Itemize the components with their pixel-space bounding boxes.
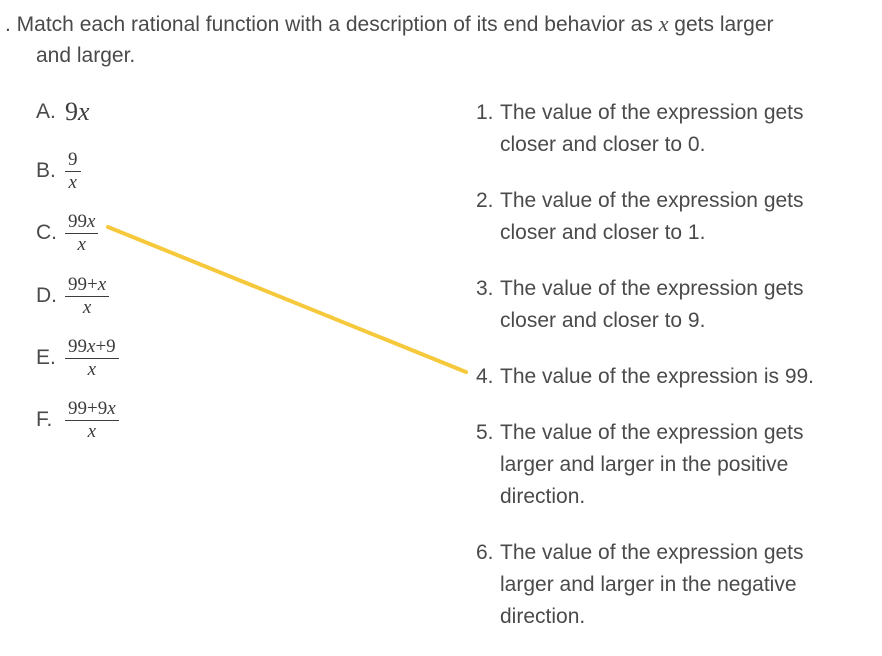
description-4-text: The value of the expression is 99. [500,365,815,388]
option-B-label: B. [36,159,56,182]
description-1-text: The value of the expression gets closer … [500,101,804,156]
fraction-denominator: x [65,171,81,193]
description-1-number: 1. [476,101,494,124]
description-3[interactable]: 3. The value of the expression gets clos… [476,273,866,337]
description-5-text: The value of the expression gets larger … [500,421,804,508]
option-A[interactable]: A. 9x [36,97,90,127]
description-2-text: The value of the expression gets closer … [500,189,804,244]
description-4[interactable]: 4. The value of the expression is 99. [476,361,866,393]
option-E-label: E. [36,346,56,369]
description-2[interactable]: 2. The value of the expression gets clos… [476,185,866,249]
option-C[interactable]: C. 99x x [36,211,99,255]
question-prompt-line2: and larger. [36,44,136,67]
fraction-denominator: x [65,296,110,318]
question-prompt-line1: . Match each rational function with a de… [5,8,774,41]
option-C-expression: 99x x [65,211,99,255]
option-A-expression: 9x [65,97,90,126]
description-3-number: 3. [476,277,494,300]
fraction-numerator: 9 [68,149,78,170]
description-5[interactable]: 5. The value of the expression gets larg… [476,417,866,513]
option-D-expression: 99+x x [65,274,110,318]
fraction-numerator: 99x [68,211,96,232]
description-3-text: The value of the expression gets closer … [500,277,804,332]
option-E[interactable]: E. 99x+9 x [36,336,119,380]
math-variable-x: x [658,11,669,36]
fraction-denominator: x [65,358,119,380]
fraction-numerator: 99+9x [68,398,116,419]
match-line [106,225,468,374]
description-6-number: 6. [476,541,494,564]
prompt-text-prefix: . Match each rational function with a de… [5,13,659,36]
prompt-text-suffix: gets larger [668,13,774,36]
description-1[interactable]: 1. The value of the expression gets clos… [476,97,866,161]
option-D-label: D. [36,284,57,307]
option-B-expression: 9 x [65,149,81,193]
description-6-text: The value of the expression gets larger … [500,541,804,628]
descriptions-column: 1. The value of the expression gets clos… [476,97,866,656]
fraction-numerator: 99x+9 [68,336,116,357]
option-D[interactable]: D. 99+x x [36,274,110,318]
fraction-numerator: 99+x [68,274,107,295]
option-F[interactable]: F. 99+9x x [36,398,119,442]
description-4-number: 4. [476,365,494,388]
option-F-expression: 99+9x x [65,398,119,442]
description-2-number: 2. [476,189,494,212]
option-B[interactable]: B. 9 x [36,149,81,193]
fraction-denominator: x [65,420,119,442]
option-F-label: F. [36,408,53,431]
option-E-expression: 99x+9 x [65,336,119,380]
description-5-number: 5. [476,421,494,444]
option-C-label: C. [36,221,57,244]
description-6[interactable]: 6. The value of the expression gets larg… [476,537,866,633]
fraction-denominator: x [65,233,99,255]
option-A-label: A. [36,100,56,123]
